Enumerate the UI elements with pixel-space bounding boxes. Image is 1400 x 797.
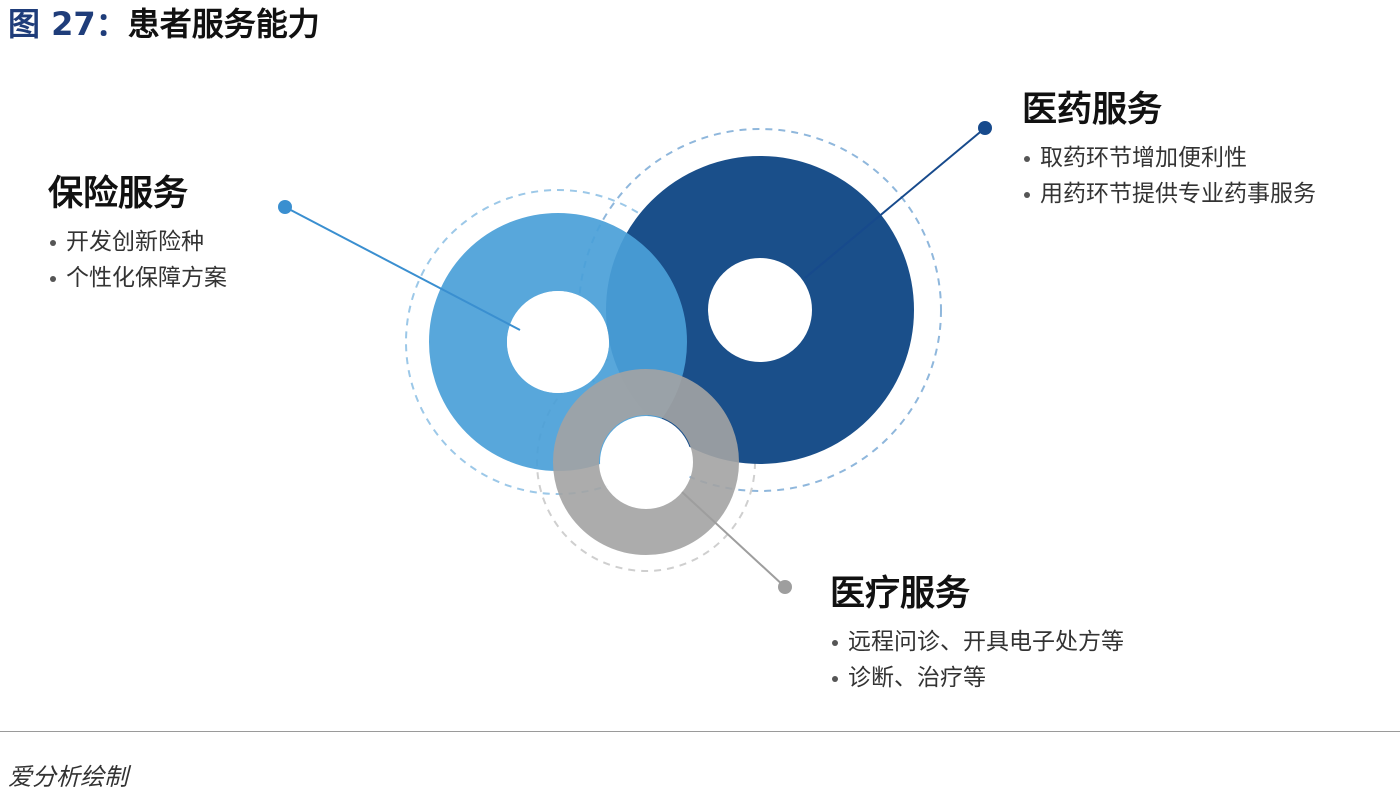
insurance-pointer-dot [278,200,292,214]
pharma-pointer-line [804,127,986,279]
pharma-service-heading: 医药服务 [1022,90,1163,130]
medical-service-block: 医疗服务 远程问诊、开具电子处方等 诊断、治疗等 [830,572,1124,696]
pharma-pointer-dot [978,121,992,135]
insurance-center [507,291,609,393]
insurance-pointer-line [284,206,521,331]
insurance-service-list: 开发创新险种 个性化保障方案 [48,224,227,296]
medical-service-list: 远程问诊、开具电子处方等 诊断、治疗等 [830,624,1124,696]
footer-divider [0,731,1400,732]
list-item: 用药环节提供专业药事服务 [1022,176,1316,212]
source-note: 爱分析绘制 [8,763,128,791]
medical-pointer-line [681,491,786,588]
figure-title: 图 27：患者服务能力 [8,4,320,44]
list-item: 开发创新险种 [48,224,227,260]
medical-service-heading: 医疗服务 [830,574,971,614]
medical-center [600,416,692,508]
figure-name: 患者服务能力 [127,5,320,43]
pharma-service-block: 医药服务 取药环节增加便利性 用药环节提供专业药事服务 [1022,88,1316,212]
insurance-service-block: 保险服务 开发创新险种 个性化保障方案 [48,172,227,296]
pharma-service-list: 取药环节增加便利性 用药环节提供专业药事服务 [1022,140,1316,212]
pharma-dashed-ring [578,128,942,492]
list-item: 个性化保障方案 [48,260,227,296]
figure-number: 图 27： [8,5,128,43]
list-item: 远程问诊、开具电子处方等 [830,624,1124,660]
insurance-service-heading: 保险服务 [48,174,189,214]
list-item: 取药环节增加便利性 [1022,140,1316,176]
list-item: 诊断、治疗等 [830,660,1124,696]
medical-ring [553,369,739,555]
pharma-center [709,259,811,361]
medical-pointer-dot [778,580,792,594]
